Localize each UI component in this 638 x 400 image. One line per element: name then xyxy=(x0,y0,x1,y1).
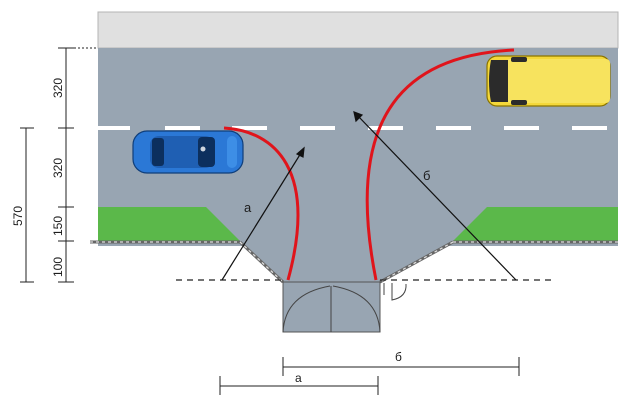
dim-100: 100 xyxy=(51,257,65,277)
turn-path-van xyxy=(365,48,515,281)
left-dimensions xyxy=(20,47,98,283)
driveway xyxy=(240,241,453,282)
bottom-dimensions xyxy=(219,357,520,395)
gate-icon xyxy=(282,285,381,333)
dim-bottom-b: б xyxy=(395,350,402,364)
wicket-icon xyxy=(383,283,407,301)
dim-320-top: 320 xyxy=(51,78,65,98)
turn-path-car xyxy=(223,126,300,281)
yellow-van-icon xyxy=(486,55,611,107)
dim-570: 570 xyxy=(11,206,25,226)
dim-320-mid: 320 xyxy=(51,158,65,178)
blue-car-icon xyxy=(132,130,244,174)
arrow-a xyxy=(221,146,305,281)
dim-bottom-a: a xyxy=(295,371,302,385)
arrow-b xyxy=(353,111,517,281)
sidewalk xyxy=(97,11,619,49)
label-b: б xyxy=(423,168,430,183)
dim-150: 150 xyxy=(51,216,65,236)
label-a: a xyxy=(244,200,252,215)
grass-left xyxy=(98,207,240,241)
grass-right xyxy=(453,207,618,241)
